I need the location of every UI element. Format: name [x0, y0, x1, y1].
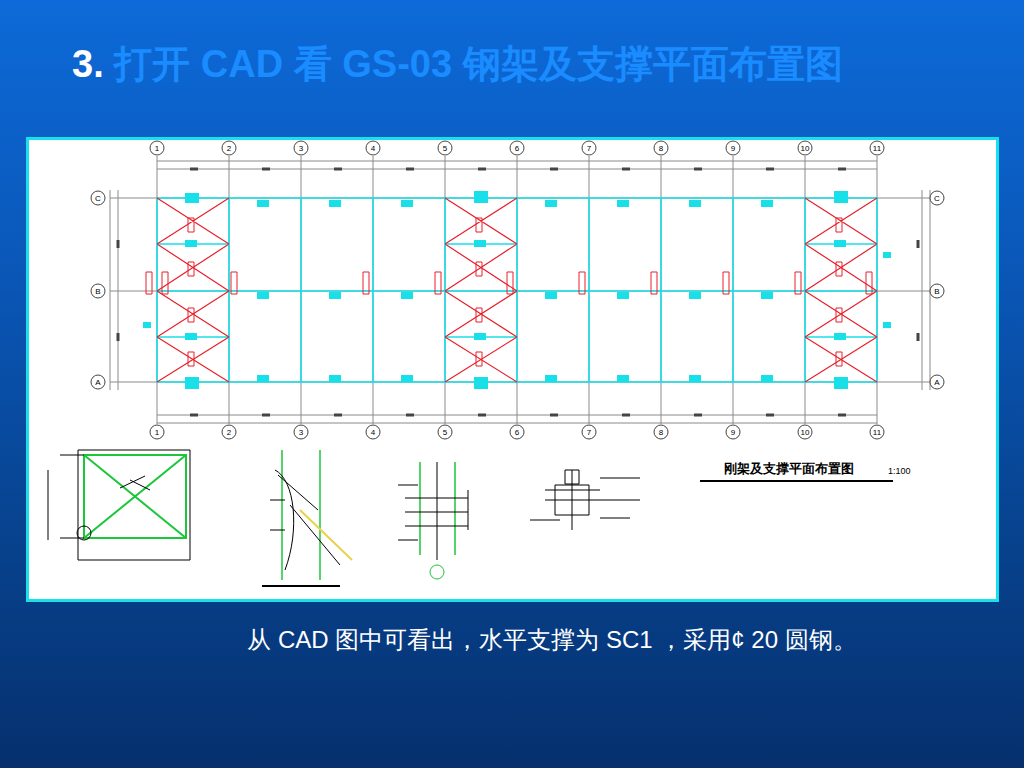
grid-number: 3	[299, 144, 303, 153]
grid-bubble	[510, 425, 524, 439]
slide-title: 3. 打开 CAD 看 GS-03 钢架及支撑平面布置图	[72, 42, 1012, 86]
grid-number: 9	[731, 144, 735, 153]
grid-letter: A	[934, 378, 939, 387]
grid-letter: C	[934, 194, 940, 203]
grid-bubble	[438, 425, 452, 439]
detail-2-base	[262, 585, 340, 587]
grid-bubble	[582, 425, 596, 439]
detail-3-circle	[430, 565, 444, 579]
grid-bubble	[654, 141, 668, 155]
detail-1	[84, 455, 186, 538]
grid-number: 2	[227, 144, 231, 153]
detail-drawings	[48, 450, 893, 586]
grid-number: 10	[801, 428, 810, 437]
grid-number: 10	[801, 144, 810, 153]
grid-bubble	[294, 141, 308, 155]
grid-number: 8	[659, 144, 663, 153]
detail-3-lines	[398, 462, 468, 560]
grid-number: 11	[873, 428, 881, 437]
grid-bubble	[930, 191, 944, 205]
grid-bubble	[726, 425, 740, 439]
grid-number: 7	[587, 144, 591, 153]
title-underline	[700, 480, 893, 482]
grid-number: 1	[155, 144, 159, 153]
grid-number: 2	[227, 428, 231, 437]
grid-bubble	[870, 141, 884, 155]
column-grid	[157, 156, 877, 424]
grid-number: 4	[371, 144, 375, 153]
grid-bubble	[222, 425, 236, 439]
detail-1-circle	[77, 526, 91, 540]
grid-bubbles	[91, 141, 944, 439]
grid-number: 6	[515, 144, 519, 153]
detail-1-lines	[48, 450, 190, 560]
grid-bubble	[366, 425, 380, 439]
grid-bubble	[798, 425, 812, 439]
grid-number: 1	[155, 428, 159, 437]
dimension-lines	[110, 161, 930, 423]
grid-number: 8	[659, 428, 663, 437]
steel-frame-lines	[157, 198, 877, 382]
grid-bubble	[91, 191, 105, 205]
grid-number: 11	[873, 144, 881, 153]
drawing-title: 刚架及支撑平面布置图	[724, 461, 854, 476]
grid-number: 9	[731, 428, 735, 437]
grid-bubble	[870, 425, 884, 439]
grid-bubble	[930, 284, 944, 298]
grid-number: 7	[587, 428, 591, 437]
detail-4-lines	[530, 470, 640, 530]
grid-letter: A	[95, 378, 100, 387]
grid-letter: B	[934, 287, 939, 296]
grid-bubble	[930, 375, 944, 389]
grid-number: 4	[371, 428, 375, 437]
grid-bubble	[654, 425, 668, 439]
grid-bubble	[150, 425, 164, 439]
grid-number: 3	[299, 428, 303, 437]
grid-letter: B	[95, 287, 100, 296]
grid-bubble	[91, 284, 105, 298]
tick-marks	[118, 169, 918, 415]
grid-number: 6	[515, 428, 519, 437]
bracing-crosses	[157, 198, 877, 382]
grid-bubble	[510, 141, 524, 155]
detail-2-lines	[270, 470, 340, 570]
grid-bubble	[438, 141, 452, 155]
purlin-blocks	[143, 191, 891, 389]
grid-bubble	[366, 141, 380, 155]
grid-bubble	[222, 141, 236, 155]
grid-bubble	[91, 375, 105, 389]
cad-panel	[26, 137, 999, 602]
grid-bubble	[726, 141, 740, 155]
grid-bubble	[150, 141, 164, 155]
grid-number: 5	[443, 428, 447, 437]
grid-lines	[110, 156, 930, 424]
grid-bubble	[582, 141, 596, 155]
grid-bubble	[294, 425, 308, 439]
grid-number: 5	[443, 144, 447, 153]
slide-caption: 从 CAD 图中可看出，水平支撑为 SC1 ，采用¢ 20 圆钢。	[80, 624, 1024, 656]
grid-bubble	[798, 141, 812, 155]
grid-letter: C	[95, 194, 101, 203]
drawing-scale: 1:100	[888, 467, 911, 476]
detail-2-rod	[300, 510, 352, 560]
